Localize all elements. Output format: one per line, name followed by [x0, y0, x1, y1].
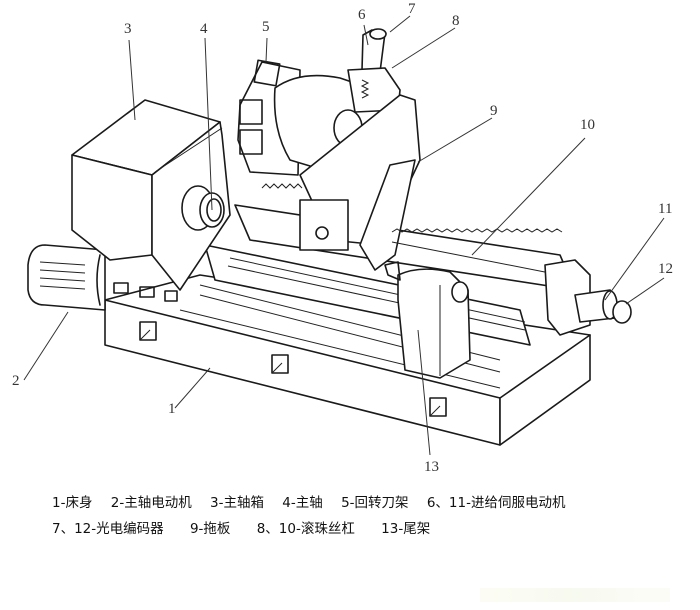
legend-item-ball-screw: 8、10-滚珠丝杠 [256, 521, 355, 537]
legend-item-turret: 5-回转刀架 [341, 495, 409, 511]
callout-10: 10 [580, 117, 595, 133]
legend-item-bed: 1-床身 [52, 495, 93, 511]
headstock-vent [113, 282, 129, 294]
headstock-vent [139, 286, 155, 298]
legend-item-spindle-motor: 2-主轴电动机 [110, 495, 192, 511]
callout-3: 3 [124, 21, 132, 37]
faint-watermark [480, 588, 670, 602]
legend-item-tailstock: 13-尾架 [381, 521, 431, 537]
bed-window [429, 397, 447, 417]
callout-8: 8 [452, 13, 460, 29]
callout-1: 1 [168, 401, 176, 417]
callout-5: 5 [262, 19, 270, 35]
legend-item-headstock: 3-主轴箱 [210, 495, 264, 511]
bed-window [139, 321, 157, 341]
callout-6: 6 [358, 7, 366, 23]
headstock-front [71, 154, 153, 261]
lathe-drawing [23, 15, 665, 456]
bed-window [271, 354, 289, 374]
lathe-diagram: 1 2 3 4 5 6 7 8 9 10 11 12 13 [12, 1, 673, 475]
carriage-plate [359, 159, 416, 271]
legend-row-2: 7、12-光电编码器 9-拖板 8、10-滚珠丝杠 13-尾架 [52, 516, 672, 542]
feed-servo-motor-z [361, 29, 386, 73]
carriage-saddle [299, 199, 349, 251]
callout-12: 12 [658, 261, 673, 277]
tailstock-knob [451, 281, 469, 303]
callout-4: 4 [200, 21, 208, 37]
callout-11: 11 [658, 201, 673, 217]
legend-item-encoder: 7、12-光电编码器 [52, 521, 164, 537]
spindle-motor [27, 244, 106, 311]
legend-item-feed-servo-motor: 6、11-进给伺服电动机 [426, 495, 566, 511]
callout-2: 2 [12, 373, 20, 389]
encoder-z [369, 28, 387, 40]
bed-end-face [499, 334, 591, 446]
headstock-vent [164, 290, 178, 302]
callout-13: 13 [424, 459, 439, 475]
encoder-x [612, 300, 632, 324]
legend-item-slide: 9-拖板 [189, 521, 231, 537]
parts-legend: 1-床身 2-主轴电动机 3-主轴箱 4-主轴 5-回转刀架 6、11-进给伺服… [52, 490, 672, 542]
callout-7: 7 [408, 1, 416, 17]
callout-9: 9 [490, 103, 498, 119]
legend-row-1: 1-床身 2-主轴电动机 3-主轴箱 4-主轴 5-回转刀架 6、11-进给伺服… [52, 490, 672, 516]
legend-item-spindle: 4-主轴 [282, 495, 323, 511]
